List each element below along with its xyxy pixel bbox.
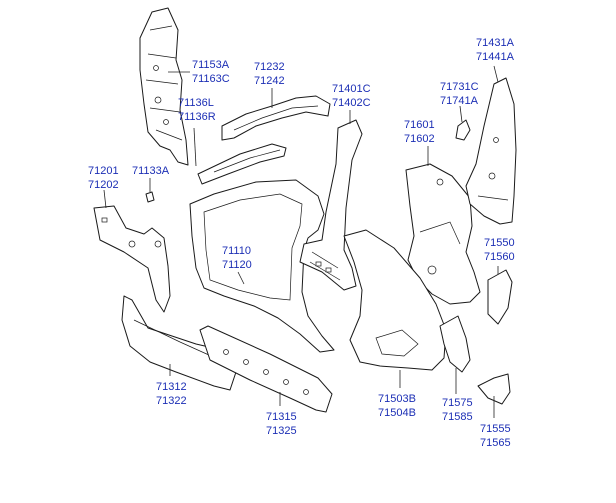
- callout-line: 71431A: [476, 37, 515, 49]
- part-bracket-lower: [439, 315, 471, 373]
- callout-line: 71741A: [440, 95, 479, 107]
- callout-line: 71312: [156, 381, 187, 393]
- callout-line: 71163C: [192, 73, 230, 85]
- callout-line: 71325: [266, 425, 297, 437]
- callout-71201[interactable]: 71201 71202: [88, 165, 119, 191]
- callout-71431[interactable]: 71431A 71441A: [476, 37, 515, 63]
- part-rear-quarter-inner: [405, 163, 481, 305]
- callout-line: 71585: [442, 411, 473, 423]
- callout-line: 71315: [266, 411, 297, 423]
- part-b-pillar: [299, 119, 363, 291]
- leader-lines: [103, 65, 499, 418]
- part-side-outer-frame: [189, 179, 335, 353]
- part-roof-rail-curved: [221, 95, 331, 141]
- part-bracket-right: [487, 269, 513, 325]
- callout-71136[interactable]: 71136L 71136R: [178, 97, 216, 123]
- svg-text:71133A: 71133A: [132, 165, 170, 177]
- callout-line: 71560: [484, 251, 515, 263]
- callout-line: 71731C: [440, 81, 479, 93]
- part-small-bracket: [455, 119, 471, 141]
- part-bracket-corner: [477, 373, 511, 405]
- part-rear-quarter-outer: [343, 229, 447, 371]
- part-d-pillar-panel: [465, 77, 517, 225]
- callout-line: 71504B: [378, 407, 416, 419]
- part-sill-inner: [199, 325, 333, 413]
- callout-line: 71401C: [332, 83, 371, 95]
- callout-71133[interactable]: 71133A: [132, 165, 170, 177]
- callout-line: 71322: [156, 395, 187, 407]
- callout-line: 71136R: [178, 111, 216, 123]
- callout-line: 71402C: [332, 97, 371, 109]
- callout-line: 71555: [480, 423, 511, 435]
- callout-71110[interactable]: 71110 71120: [222, 245, 252, 271]
- callout-line: 71153A: [192, 59, 230, 71]
- callout-line: 71110: [222, 245, 251, 257]
- callout-71575[interactable]: 71575 71585: [442, 397, 473, 423]
- callout-line: 71201: [88, 165, 119, 177]
- callout-line: 71550: [484, 237, 515, 249]
- callout-line: 71136L: [178, 97, 214, 109]
- callout-line: 71242: [254, 75, 285, 87]
- callout-71401[interactable]: 71401C 71402C: [332, 83, 371, 109]
- part-sill-outer: [121, 295, 237, 391]
- callout-line: 71133A: [132, 165, 170, 177]
- callout-71555[interactable]: 71555 71565: [480, 423, 511, 449]
- callout-71312[interactable]: 71312 71322: [156, 381, 187, 407]
- callout-line: 71202: [88, 179, 119, 191]
- part-clip: [145, 191, 155, 203]
- callout-71601[interactable]: 71601 71602: [404, 119, 435, 145]
- callout-line: 71602: [404, 133, 435, 145]
- callout-71153A[interactable]: 71153A 71163C: [192, 59, 230, 85]
- callout-71232[interactable]: 71232 71242: [254, 61, 285, 87]
- part-lower-pillar-panel: [93, 205, 171, 313]
- callout-71731[interactable]: 71731C 71741A: [440, 81, 479, 107]
- callout-71550[interactable]: 71550 71560: [484, 237, 515, 263]
- callout-line: 71503B: [378, 393, 416, 405]
- part-inner-strip: [197, 143, 287, 185]
- callout-line: 71120: [222, 259, 252, 271]
- callout-line: 71565: [480, 437, 511, 449]
- part-upper-pillar-panel: [139, 7, 189, 166]
- callout-71503[interactable]: 71503B 71504B: [378, 393, 416, 419]
- callout-71315[interactable]: 71315 71325: [266, 411, 297, 437]
- callout-line: 71601: [404, 119, 435, 131]
- callout-line: 71441A: [476, 51, 515, 63]
- callout-line: 71575: [442, 397, 473, 409]
- callout-line: 71232: [254, 61, 285, 73]
